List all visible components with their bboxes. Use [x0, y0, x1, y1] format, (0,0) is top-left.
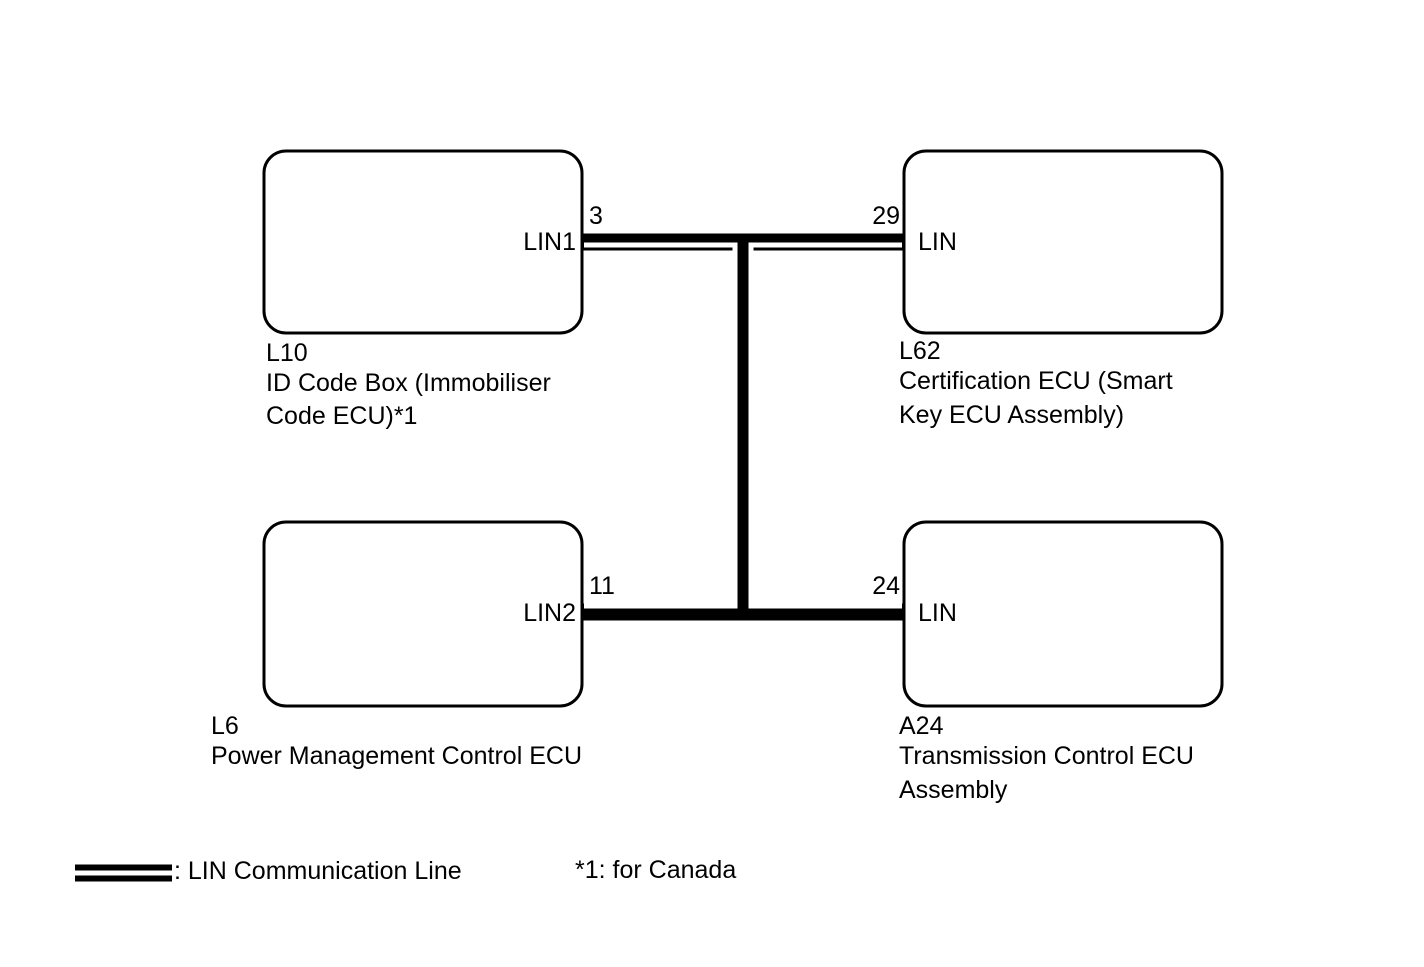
ecu-code-l6: L6: [211, 712, 239, 740]
terminal-label-l6: LIN2: [523, 599, 576, 627]
legend-line-label: : LIN Communication Line: [174, 857, 462, 885]
ecu-name-l62-line2: Key ECU Assembly): [899, 401, 1124, 429]
legend: : LIN Communication Line *1: for Canada: [75, 856, 736, 885]
pin-number-l62: 29: [872, 202, 900, 230]
ecu-code-a24: A24: [899, 712, 944, 740]
lin-communication-bus: [582, 233, 904, 621]
legend-footnote: *1: for Canada: [575, 856, 736, 884]
terminal-label-l62: LIN: [918, 228, 957, 256]
ecu-name-l10-line2: Code ECU)*1: [266, 402, 417, 430]
terminal-label-l10: LIN1: [523, 228, 576, 256]
ecu-name-l10-line1: ID Code Box (Immobiliser: [266, 369, 551, 397]
ecu-name-l6-line1: Power Management Control ECU: [211, 742, 582, 770]
ecu-name-a24-line2: Assembly: [899, 776, 1008, 804]
ecu-name-l62-line1: Certification ECU (Smart: [899, 367, 1173, 395]
ecu-code-l62: L62: [899, 337, 941, 365]
ecu-name-a24-line1: Transmission Control ECU: [899, 742, 1194, 770]
pin-number-a24: 24: [872, 572, 900, 600]
ecu-code-l10: L10: [266, 339, 308, 367]
terminal-label-a24: LIN: [918, 599, 957, 627]
pin-number-l10: 3: [589, 202, 603, 230]
pin-number-l6: 11: [589, 572, 615, 600]
